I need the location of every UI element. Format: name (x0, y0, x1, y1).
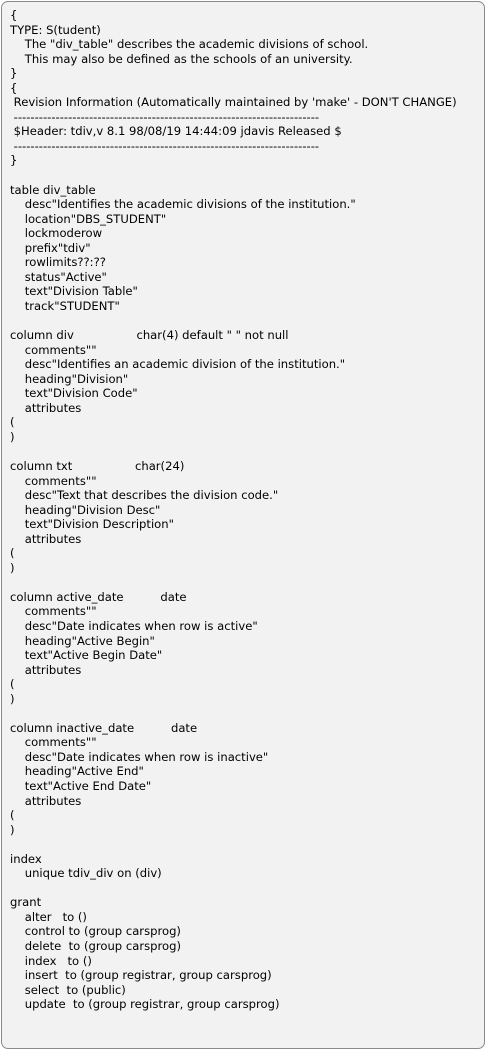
code-line (10, 837, 482, 852)
code-line: comments"" (10, 604, 97, 619)
code-line: ( (10, 546, 15, 561)
code-line: text"Division Table" (10, 284, 138, 299)
code-line: select to (public) (10, 982, 126, 997)
code-line: insert to (group registrar, group carspr… (10, 968, 272, 983)
code-line: desc"Date indicates when row is active" (10, 618, 258, 633)
code-line: This may also be defined as the schools … (10, 51, 353, 66)
code-line: heading"Division" (10, 371, 129, 386)
code-line: unique tdiv_div on (div) (10, 866, 162, 881)
code-line: attributes (10, 793, 82, 808)
code-line: $Header: tdiv,v 8.1 98/08/19 14:44:09 jd… (10, 124, 342, 139)
code-line: prefix"tdiv" (10, 240, 91, 255)
code-line: ( (10, 415, 15, 430)
code-line: desc"Text that describes the division co… (10, 488, 279, 503)
code-line: text"Division Description" (10, 517, 174, 532)
code-line: location"DBS_STUDENT" (10, 211, 167, 226)
code-line: { (10, 8, 18, 22)
code-line: TYPE: S(tudent) (10, 22, 101, 37)
code-line: column div char(4) default " " not null (10, 328, 289, 343)
code-line: attributes (10, 400, 82, 415)
code-line: Revision Information (Automatically main… (10, 95, 457, 110)
code-line: comments"" (10, 735, 97, 750)
code-line: ) (10, 822, 15, 837)
code-line: attributes (10, 531, 82, 546)
code-line: ----------------------------------------… (10, 109, 320, 124)
code-line: ( (10, 677, 15, 692)
code-line (10, 313, 482, 328)
code-line: column inactive_date date (10, 720, 198, 735)
code-line: table div_table (10, 182, 96, 197)
code-line: desc"Date indicates when row is inactive… (10, 749, 269, 764)
code-line: grant (10, 895, 42, 910)
code-line: The "div_table" describes the academic d… (10, 37, 369, 52)
code-line: text"Active Begin Date" (10, 648, 163, 663)
code-line: rowlimits??:?? (10, 255, 106, 270)
code-line: delete to (group carsprog) (10, 939, 181, 953)
code-line (10, 706, 482, 721)
code-line: update to (group registrar, group carspr… (10, 997, 280, 1012)
code-line: heading"Active Begin" (10, 633, 155, 648)
code-line (10, 444, 482, 459)
code-line: text"Active End Date" (10, 778, 152, 793)
code-line: desc"Identifies an academic division of … (10, 357, 346, 372)
code-line: desc"Identifies the academic divisions o… (10, 197, 356, 212)
code-line: ) (10, 560, 15, 575)
code-line: index (10, 851, 42, 866)
code-line: } (10, 153, 18, 168)
code-line: comments"" (10, 342, 97, 357)
code-line: column txt char(24) (10, 458, 185, 473)
code-line: text"Division Code" (10, 386, 138, 401)
code-line: } (10, 66, 18, 81)
code-line: control to (group carsprog) (10, 924, 181, 939)
code-line: ) (10, 429, 15, 444)
code-line: lockmoderow (10, 226, 103, 241)
code-line (10, 575, 482, 590)
code-line: { (10, 80, 18, 95)
code-line (10, 881, 482, 896)
code-line: column active_date date (10, 589, 187, 604)
code-line: attributes (10, 662, 82, 677)
code-line: heading"Active End" (10, 764, 144, 779)
code-line: status"Active" (10, 269, 107, 284)
code-line: ( (10, 808, 15, 823)
code-line (10, 168, 482, 183)
schema-definition-text: {TYPE: S(tudent) The "div_table" describ… (10, 8, 482, 1012)
code-line: alter to () (10, 909, 87, 924)
code-line: heading"Division Desc" (10, 502, 161, 517)
code-line: ) (10, 691, 15, 706)
code-line: ----------------------------------------… (10, 138, 320, 153)
code-line: comments"" (10, 473, 97, 488)
code-line: track"STUDENT" (10, 298, 120, 313)
code-line: index to () (10, 953, 92, 968)
